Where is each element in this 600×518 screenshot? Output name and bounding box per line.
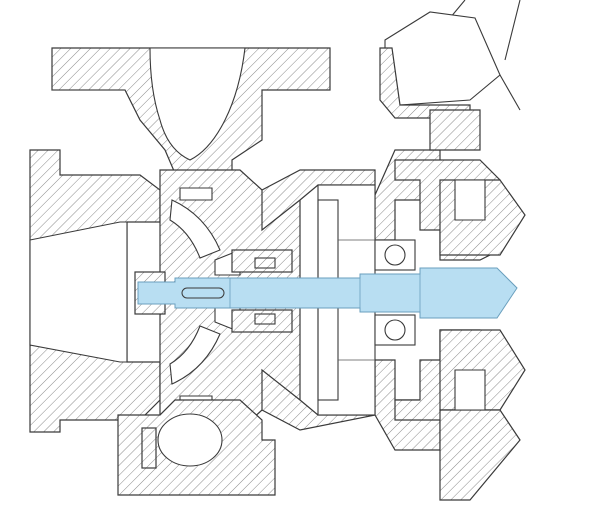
lower-volute-foot [117, 399, 276, 496]
terminal-box [379, 11, 521, 151]
discharge-flange [51, 47, 331, 186]
suction-casing [29, 149, 161, 433]
pump-shaft [137, 267, 518, 319]
motor-frame [394, 0, 526, 501]
bearing-front [374, 239, 416, 346]
mechanical-seal [231, 249, 293, 333]
